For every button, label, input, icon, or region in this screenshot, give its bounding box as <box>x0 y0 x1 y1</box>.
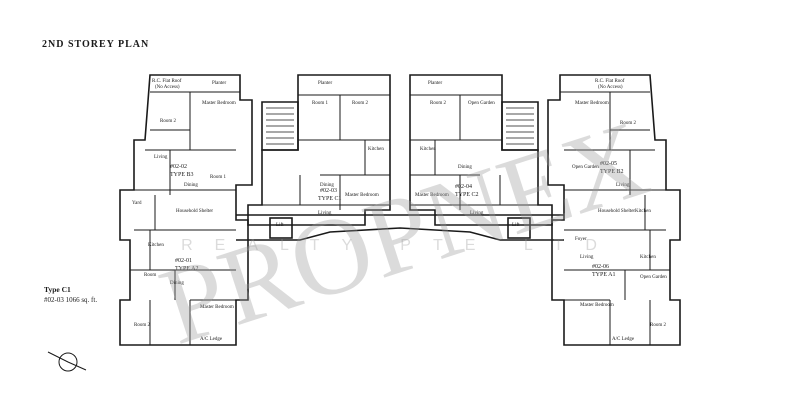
unit-type-u2: TYPE A2 <box>175 266 199 272</box>
room-label: Lift <box>512 223 520 228</box>
right-stair <box>501 101 539 151</box>
room-label: Household Shelter <box>598 209 635 214</box>
room-label: Kitchen <box>148 243 164 248</box>
room-label: Dining <box>458 165 472 170</box>
room-label: Kitchen <box>420 147 436 152</box>
unit-type-u4: TYPE C2 <box>455 192 479 198</box>
room-label: Household Shelter <box>176 209 213 214</box>
room-label: Room <box>144 273 156 278</box>
room-label: (No Access) <box>598 85 623 90</box>
room-label: Master Bedroom <box>575 101 609 106</box>
room-label: Room 1 <box>210 175 226 180</box>
compass-icon <box>58 352 78 372</box>
room-label: Kitchen <box>635 209 651 214</box>
room-label: Foyer <box>575 237 587 242</box>
room-label: Room 2 <box>134 323 150 328</box>
right-wing-outer-wall <box>547 74 681 346</box>
room-label: Open Garden <box>572 165 599 170</box>
left-wing-outer-wall <box>119 74 253 346</box>
room-label: Room 1 <box>312 101 328 106</box>
room-label: Dining <box>320 183 334 188</box>
lift-left <box>269 217 293 239</box>
room-label: Master Bedroom <box>580 303 614 308</box>
room-label: Planter <box>428 81 442 86</box>
room-label: A/C Ledge <box>200 337 223 342</box>
room-label: Kitchen <box>368 147 384 152</box>
lift-lobby <box>236 214 564 241</box>
unit-code-u1: #02-02 <box>170 164 187 170</box>
centre-left-outer-wall <box>247 74 391 226</box>
unit-code-u5: #02-05 <box>600 161 617 167</box>
room-label: A/C Ledge <box>612 337 635 342</box>
room-label: Living <box>154 155 168 160</box>
unit-type-u5: TYPE B2 <box>600 169 624 175</box>
room-label: Master Bedroom <box>202 101 236 106</box>
room-label: Dining <box>184 183 198 188</box>
unit-code-u6: #02-06 <box>592 264 609 270</box>
room-label: Master Bedroom <box>345 193 379 198</box>
room-label: Planter <box>212 81 226 86</box>
room-label: Master Bedroom <box>415 193 449 198</box>
room-label: R.C. Flat Roof <box>595 79 625 84</box>
room-label: Room 2 <box>650 323 666 328</box>
unit-code-u3: #02-03 <box>320 188 337 194</box>
room-label: R.C. Flat Roof <box>152 79 182 84</box>
unit-code-u4: #02-04 <box>455 184 472 190</box>
room-label: Living <box>470 211 484 216</box>
room-label: Yard <box>132 201 142 206</box>
legend: Type C1 #02-03 1066 sq. ft. <box>44 285 97 305</box>
left-wing-partitions <box>130 91 240 345</box>
unit-type-u1: TYPE B3 <box>170 172 194 178</box>
room-label: Dining <box>170 281 184 286</box>
legend-detail: #02-03 1066 sq. ft. <box>44 296 98 304</box>
room-label: Room 2 <box>160 119 176 124</box>
room-label: Room 2 <box>430 101 446 106</box>
unit-code-u2: #02-01 <box>175 258 192 264</box>
room-label: Open Garden <box>640 275 667 280</box>
unit-type-u3: TYPE C1 <box>318 196 342 202</box>
room-label: Living <box>616 183 630 188</box>
legend-type: Type C1 <box>44 285 71 294</box>
room-label: Open Garden <box>468 101 495 106</box>
room-label: Living <box>318 211 332 216</box>
room-label: Planter <box>318 81 332 86</box>
unit-type-u6: TYPE A1 <box>592 272 616 278</box>
lift-right <box>507 217 531 239</box>
room-label: (No Access) <box>155 85 180 90</box>
room-label: Room 2 <box>620 121 636 126</box>
room-label: Master Bedroom <box>200 305 234 310</box>
room-label: Lift <box>276 223 284 228</box>
room-label: Room 2 <box>352 101 368 106</box>
page-title: 2ND STOREY PLAN <box>42 39 150 50</box>
room-label: Living <box>580 255 594 260</box>
room-label: Kitchen <box>640 255 656 260</box>
